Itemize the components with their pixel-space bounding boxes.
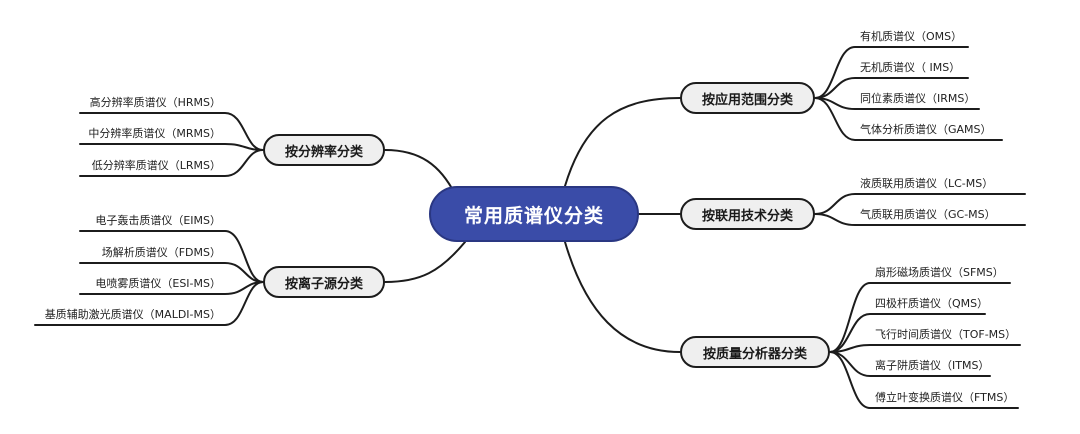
connector-leaf: [829, 344, 1021, 353]
leaf-irms[interactable]: 同位素质谱仪（IRMS）: [860, 92, 976, 105]
leaf-fdms[interactable]: 场解析质谱仪（FDMS）: [101, 246, 221, 259]
leaf-mrms[interactable]: 中分辨率质谱仪（MRMS）: [88, 127, 221, 140]
leaf-esi-ms[interactable]: 电喷雾质谱仪（ESI-MS）: [95, 277, 221, 290]
connector-leaf: [814, 77, 969, 99]
leaf-gams[interactable]: 气体分析质谱仪（GAMS）: [860, 123, 992, 136]
connector-leaf: [34, 281, 264, 326]
leaf-qms[interactable]: 四极杆质谱仪（QMS）: [875, 297, 989, 310]
leaf-ftms[interactable]: 傅立叶变换质谱仪（FTMS）: [875, 391, 1015, 404]
center-node[interactable]: 常用质谱仪分类: [429, 186, 639, 242]
leaf-gc-ms[interactable]: 气质联用质谱仪（GC-MS）: [860, 208, 996, 221]
connector-center-ion-source: [384, 241, 466, 283]
connector-center-analyzer: [564, 241, 681, 353]
leaf-lrms[interactable]: 低分辨率质谱仪（LRMS）: [91, 159, 221, 172]
leaf-eims[interactable]: 电子轰击质谱仪（EIMS）: [95, 214, 221, 227]
connector-leaf: [829, 351, 1019, 409]
connector-leaf: [79, 262, 264, 283]
leaf-tof-ms[interactable]: 飞行时间质谱仪（TOF-MS）: [875, 328, 1017, 341]
leaf-oms[interactable]: 有机质谱仪（OMS）: [860, 30, 963, 43]
connector-leaf: [79, 143, 264, 151]
connector-leaf: [814, 213, 1026, 226]
connector-leaf: [79, 230, 264, 283]
connector-leaf: [814, 97, 1003, 141]
connector-center-application: [564, 97, 681, 187]
leaf-sfms[interactable]: 扇形磁场质谱仪（SFMS）: [875, 266, 1004, 279]
category-analyzer[interactable]: 按质量分析器分类: [680, 336, 830, 368]
leaf-maldi-ms[interactable]: 基质辅助激光质谱仪（MALDI-MS）: [44, 308, 221, 321]
category-coupling[interactable]: 按联用技术分类: [680, 198, 815, 230]
connector-leaf: [814, 193, 1026, 215]
category-application[interactable]: 按应用范围分类: [680, 82, 815, 114]
category-resolution[interactable]: 按分辨率分类: [263, 134, 385, 166]
connector-leaf: [829, 282, 1011, 353]
connector-leaf: [814, 46, 969, 99]
leaf-itms[interactable]: 离子阱质谱仪（ITMS）: [875, 359, 990, 372]
connector-leaf: [79, 149, 264, 177]
connector-center-resolution: [384, 149, 456, 195]
leaf-hrms[interactable]: 高分辨率质谱仪（HRMS）: [89, 96, 221, 109]
leaf-lc-ms[interactable]: 液质联用质谱仪（LC-MS）: [860, 177, 994, 190]
category-ion-source[interactable]: 按离子源分类: [263, 266, 385, 298]
leaf-ims[interactable]: 无机质谱仪（ IMS）: [860, 61, 961, 74]
